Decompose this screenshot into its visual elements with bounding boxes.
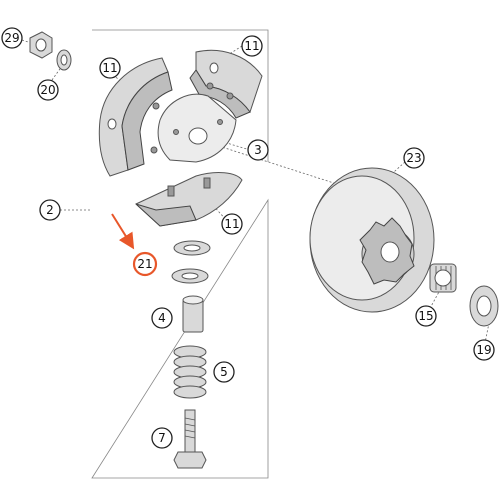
callout-11-top: 11 [241,35,263,57]
callout-20: 20 [37,79,59,101]
nut-part-29 [29,31,53,59]
callout-7: 7 [151,427,173,449]
spring-part-5 [173,345,207,399]
washer-part-21 [171,240,211,284]
svg-text:2: 2 [46,203,54,217]
washer-part-19 [469,285,499,327]
leader-20 [51,65,63,81]
leader-3 [209,137,251,151]
callout-15: 15 [415,305,437,327]
callout-19: 19 [473,339,495,361]
svg-text:29: 29 [4,31,19,45]
svg-text:20: 20 [40,83,55,97]
callout-2: 2 [39,199,61,221]
spacer-sleeve-part-4 [182,295,204,333]
callout-21-highlighted: 21 [132,251,158,277]
callout-29: 29 [1,27,23,49]
callout-4: 4 [151,307,173,329]
clutch-shoe-left-part-11 [98,57,173,177]
callout-3: 3 [247,139,269,161]
callout-5: 5 [213,361,235,383]
carrier-plate-part-3 [157,93,237,163]
bolt-part-7 [173,409,207,469]
svg-text:4: 4 [158,311,166,325]
svg-text:3: 3 [254,143,262,157]
svg-text:11: 11 [244,39,259,53]
leader-23 [384,161,406,181]
svg-text:15: 15 [418,309,433,323]
svg-text:5: 5 [220,365,228,379]
svg-text:11: 11 [102,61,117,75]
needle-bearing-part-15 [429,263,457,293]
svg-text:21: 21 [137,257,152,271]
callout-11-left: 11 [99,57,121,79]
callout-11-bottom: 11 [221,213,243,235]
assembly-group-bracket [91,29,269,479]
clutch-shoe-bottom-part-11 [135,172,243,227]
svg-text:11: 11 [224,217,239,231]
svg-text:23: 23 [406,151,421,165]
svg-text:7: 7 [158,431,166,445]
clutch-drum-part-23 [309,167,435,313]
svg-text:19: 19 [476,343,491,357]
callout-23: 23 [403,147,425,169]
highlight-arrow [111,213,135,250]
washer-part-20 [56,49,72,71]
